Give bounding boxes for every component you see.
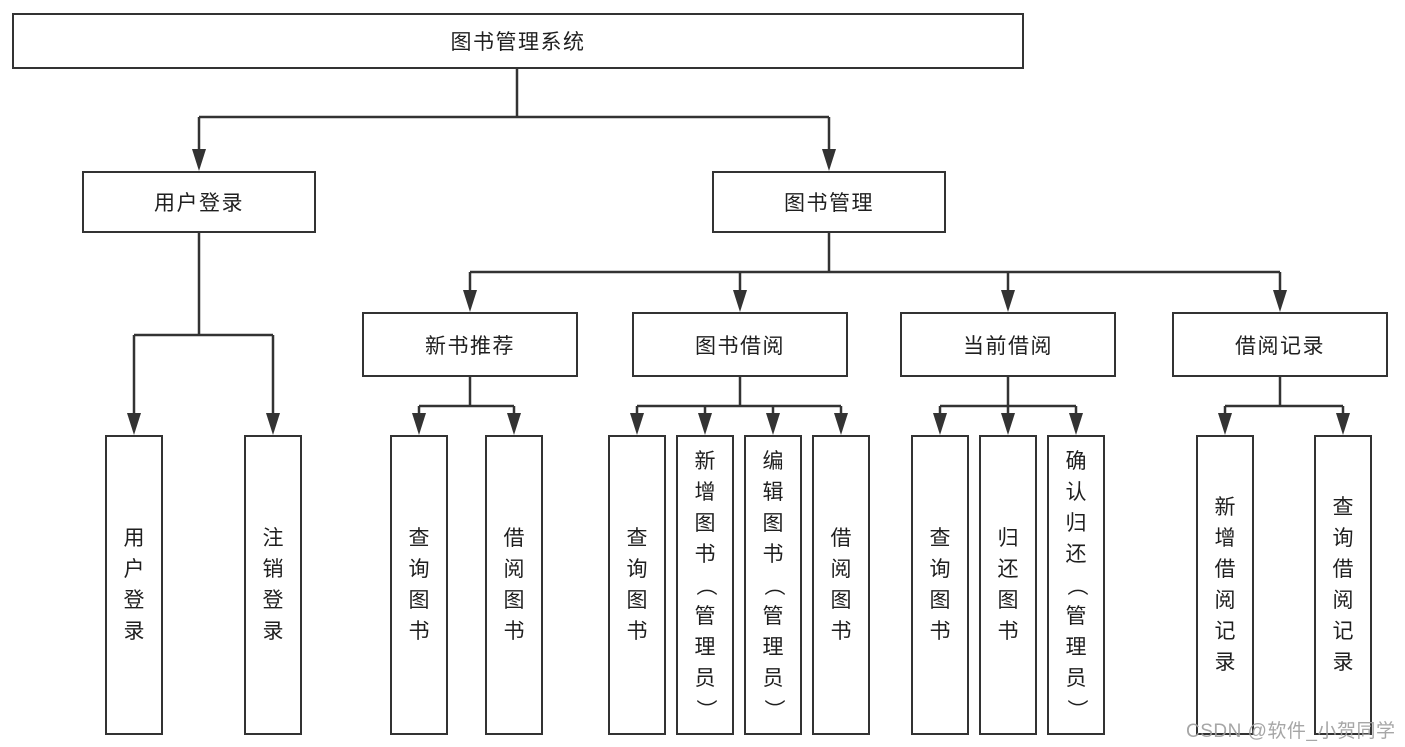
- leaf-add-book-admin: 新增图书（管理员）: [676, 435, 734, 735]
- node-label: 查询借阅记录: [1332, 496, 1354, 674]
- leaf-confirm-return-admin: 确认归还（管理员）: [1047, 435, 1105, 735]
- node-label: 图书管理: [784, 192, 874, 215]
- leaf-query-books-current: 查询图书: [911, 435, 969, 735]
- connector-root: [192, 69, 836, 171]
- leaf-query-borrow-record: 查询借阅记录: [1314, 435, 1372, 735]
- connector-current-borrow: [933, 377, 1083, 435]
- node-current-borrow: 当前借阅: [900, 312, 1116, 377]
- node-user-login: 用户登录: [82, 171, 316, 233]
- node-label: 图书管理系统: [450, 31, 586, 54]
- node-label: 归还图书: [997, 527, 1019, 643]
- leaf-query-books-borrow: 查询图书: [608, 435, 666, 735]
- leaf-user-login: 用户登录: [105, 435, 163, 735]
- node-label: 编辑图书（管理员）: [761, 449, 785, 720]
- node-label: 借阅图书: [503, 527, 525, 643]
- node-label: 借阅图书: [830, 527, 852, 643]
- node-label: 新增图书（管理员）: [693, 449, 717, 720]
- connector-book-management: [463, 233, 1287, 312]
- node-label: 图书借阅: [695, 334, 785, 358]
- node-label: 查询图书: [929, 527, 951, 643]
- connector-borrow-records: [1218, 377, 1350, 435]
- connector-book-borrow: [630, 377, 848, 435]
- node-library-system: 图书管理系统: [12, 13, 1024, 69]
- leaf-logout: 注销登录: [244, 435, 302, 735]
- node-label: 查询图书: [408, 527, 430, 643]
- node-label: 用户登录: [154, 192, 244, 215]
- node-book-management: 图书管理: [712, 171, 946, 233]
- node-new-book-recommend: 新书推荐: [362, 312, 578, 377]
- node-label: 用户登录: [123, 527, 145, 643]
- node-label: 注销登录: [262, 527, 284, 643]
- leaf-query-books-recommend: 查询图书: [390, 435, 448, 735]
- node-label: 确认归还（管理员）: [1064, 449, 1088, 720]
- leaf-borrow-books-borrow: 借阅图书: [812, 435, 870, 735]
- node-label: 新书推荐: [425, 334, 515, 358]
- connector-new-book-recommend: [412, 377, 521, 435]
- node-borrow-records: 借阅记录: [1172, 312, 1388, 377]
- node-book-borrow: 图书借阅: [632, 312, 848, 377]
- node-label: 新增借阅记录: [1214, 496, 1236, 674]
- connector-user-login: [127, 233, 280, 435]
- node-label: 当前借阅: [963, 334, 1053, 358]
- node-label: 借阅记录: [1235, 334, 1325, 358]
- leaf-return-books: 归还图书: [979, 435, 1037, 735]
- leaf-borrow-books-recommend: 借阅图书: [485, 435, 543, 735]
- leaf-edit-book-admin: 编辑图书（管理员）: [744, 435, 802, 735]
- leaf-add-borrow-record: 新增借阅记录: [1196, 435, 1254, 735]
- node-label: 查询图书: [626, 527, 648, 643]
- csdn-watermark: CSDN @软件_小贺同学: [1186, 721, 1396, 742]
